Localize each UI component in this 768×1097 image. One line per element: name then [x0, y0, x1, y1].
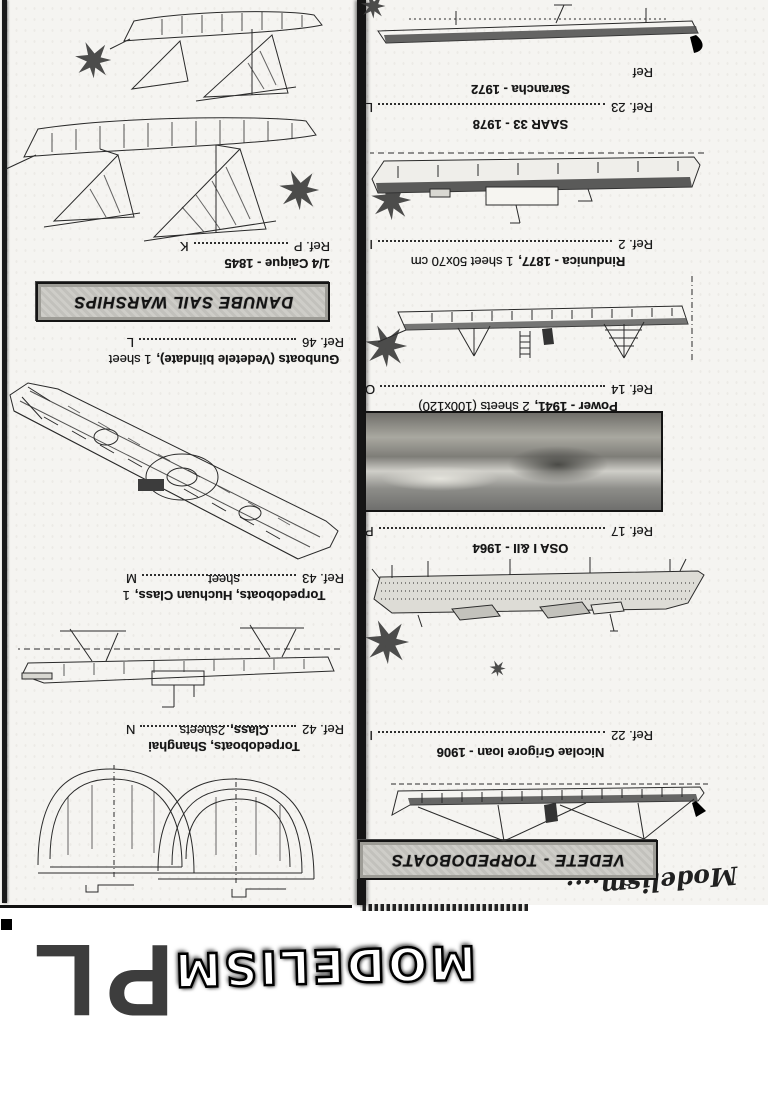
ship-drawing-huchuan-hydrofoil — [14, 607, 344, 719]
ref-line: Ref. 46 L — [126, 335, 344, 350]
ship-drawing-gunboat-cutaway — [6, 381, 350, 569]
ref-label: Ref. 43 — [302, 571, 344, 586]
item-title: Sarancha - 1972 — [368, 81, 668, 97]
item-title-bold: Gunboats (Vedetele blindate), — [156, 352, 340, 367]
item-title: OSA I &II - 1964 — [368, 540, 668, 556]
item-title-bold: Power - 1941, — [534, 399, 618, 414]
dotted-leader — [139, 338, 297, 340]
section-header-torpedoboats: VEDETE - TORPEDOBOATS — [358, 840, 658, 880]
ref-line: Ref. 2 I — [365, 237, 653, 252]
ship-drawing-caique-large — [14, 107, 336, 247]
ref-label: Ref. 2 — [618, 237, 653, 252]
magazine-logo-modelism: MODELISM — [170, 934, 478, 998]
price-code: L — [126, 335, 134, 350]
ship-drawing-shanghai-sections — [24, 751, 344, 901]
item-title-bold: Sarancha - 1972 — [471, 82, 571, 97]
item-title-bold: SAAR 33 - 1978 — [472, 117, 569, 132]
scan-corner-mark — [1, 919, 12, 930]
item-title-bold: OSA I &II - 1964 — [472, 541, 569, 556]
section-header-label: VEDETE - TORPEDOBOATS — [391, 851, 625, 870]
ref-label: Ref. 17 — [611, 524, 653, 539]
item-title-rest: 1 sheet — [108, 352, 152, 367]
price-code: I — [369, 728, 373, 743]
power-ship-photo — [364, 411, 663, 512]
ref-label: Ref — [632, 65, 653, 80]
ref-label: Ref. 42 — [302, 722, 344, 737]
price-code: O — [365, 382, 376, 397]
item-title-bold: Nicolae Grigore Ioan - 1906 — [436, 745, 605, 760]
item-title-bold: 1/4 Caique - 1845 — [224, 256, 331, 271]
ref-line: Ref — [533, 65, 653, 80]
item-title-rest: 1 sheet 50x70 cm — [410, 254, 514, 269]
item-title-bold: Torpedoboats, Huchuan Class, — [134, 588, 326, 603]
item-title: Nicolae Grigore Ioan - 1906 — [368, 744, 668, 760]
price-code: P — [365, 524, 374, 539]
ship-drawing-nicolae-grigore-ioan — [386, 761, 710, 845]
ref-label: Ref. 14 — [611, 382, 653, 397]
scan-artifact-stripes — [360, 904, 528, 911]
ref-label: Ref. 23 — [611, 100, 653, 115]
ref-line: Ref. 23 L — [365, 100, 653, 115]
dotted-leader — [378, 527, 606, 529]
ref-line: Ref. 14 O — [365, 382, 653, 397]
item-title-rest: 2 sheets (100x120) — [418, 399, 530, 414]
star-splat-icon — [360, 0, 386, 19]
ref-label: Ref. 22 — [611, 728, 653, 743]
item-title: Power - 1941, 2 sheets (100x120) — [368, 398, 668, 414]
ship-drawing-caique-small — [110, 1, 336, 105]
dotted-leader — [141, 574, 297, 576]
dotted-leader — [378, 103, 606, 105]
ref-line: Ref. 42 N — [126, 722, 344, 737]
section-header-danube: DANUBE SAIL WARSHIPS — [36, 282, 330, 322]
item-title: 1/4 Caique - 1845 — [170, 255, 331, 271]
scan-top-edge-line — [0, 905, 352, 908]
ship-drawing-osa — [368, 557, 710, 633]
ship-drawing-sarancha — [376, 3, 703, 53]
photo-bow-wave — [380, 466, 499, 491]
item-title: Gunboats (Vedetele blindate), 1 sheet — [108, 351, 340, 367]
price-code: I — [369, 237, 373, 252]
star-splat-icon — [489, 660, 506, 677]
dotted-leader — [380, 385, 606, 387]
ref-line: Ref. 17 P — [365, 524, 653, 539]
item-title: Rindunica - 1877, 1 sheet 50x70 cm — [368, 253, 668, 269]
price-code: N — [126, 722, 136, 737]
ship-drawing-saar-33 — [368, 129, 708, 227]
photo-ship-silhouette — [507, 445, 608, 483]
item-title-bold: Rindunica - 1877, — [518, 254, 626, 269]
magazine-logo-pl: PL — [23, 923, 174, 1037]
section-header-label: DANUBE SAIL WARSHIPS — [73, 293, 293, 312]
item-title: SAAR 33 - 1978 — [368, 116, 668, 132]
dotted-leader — [378, 240, 613, 242]
dotted-leader — [140, 725, 297, 727]
ship-drawing-rindunica — [376, 272, 706, 364]
dotted-leader — [378, 731, 606, 733]
ref-label: Ref. 46 — [302, 335, 344, 350]
ref-line: Ref. 22 I — [365, 728, 653, 743]
ref-line: Ref. 43 M — [126, 571, 344, 586]
price-code: L — [365, 100, 373, 115]
scan-paper: Modelism.... VEDETE - TORPEDOBOATS Nicol… — [0, 0, 768, 911]
price-code: M — [126, 571, 137, 586]
star-splat-icon — [74, 41, 112, 79]
